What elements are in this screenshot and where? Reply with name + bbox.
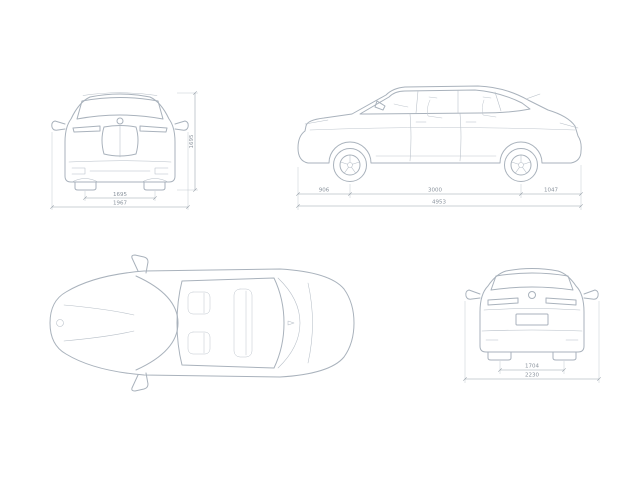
brand-roundel-icon	[528, 291, 536, 299]
side-mirror	[374, 100, 386, 111]
front-dimensions: 1695 1967 1695	[50, 91, 198, 210]
top-car-body	[49, 254, 355, 392]
left-headlight	[72, 125, 101, 133]
rear-right-mirror	[583, 289, 599, 300]
dim-front-track-value: 1695	[113, 192, 127, 198]
rear-left-mirror	[465, 289, 481, 300]
side-front-wheel	[333, 148, 367, 182]
side-view-panel: 906 3000 1047 4953	[288, 70, 623, 220]
brand-roundel-icon	[116, 117, 124, 125]
kidney-grille	[101, 125, 139, 157]
side-car-body	[297, 85, 582, 182]
dim-wheelbase-value: 3000	[428, 188, 442, 194]
rear-car-body	[465, 268, 599, 361]
dim-front-overall-width-value: 1967	[113, 201, 127, 207]
right-mirror	[174, 120, 189, 131]
side-dimensions: 906 3000 1047 4953	[296, 165, 583, 210]
front-car-body	[51, 92, 189, 191]
brand-roundel-icon	[56, 319, 64, 327]
right-headlight	[139, 125, 168, 133]
top-view-drawing	[49, 254, 355, 392]
side-view-drawing: 906 3000 1047 4953	[296, 85, 583, 210]
rear-window	[490, 272, 574, 291]
license-plate	[515, 313, 549, 326]
top-right-mirror	[131, 372, 149, 392]
front-left-wheel	[74, 181, 97, 191]
rear-left-wheel	[487, 351, 512, 361]
left-mirror	[51, 120, 66, 131]
front-right-wheel	[143, 181, 166, 191]
dim-rear-track-value: 1704	[525, 364, 539, 370]
top-view-panel	[38, 243, 368, 403]
dim-rear-width-mirrors-value: 2230	[525, 373, 539, 379]
windshield	[76, 97, 164, 120]
glass-roof	[176, 277, 285, 369]
interior-seats	[393, 96, 497, 119]
rear-right-wheel	[552, 351, 577, 361]
rear-view-panel: 1704 2230	[452, 248, 617, 388]
right-taillight	[545, 297, 577, 306]
side-rear-wheel	[504, 148, 538, 182]
dim-front-overhang-value: 906	[319, 188, 330, 194]
top-left-mirror	[131, 254, 149, 274]
front-view-panel: 1695 1967 1695	[45, 78, 210, 218]
top-seats	[187, 288, 253, 358]
dim-overall-length-value: 4953	[432, 200, 446, 206]
left-taillight	[487, 297, 519, 306]
dim-front-height-value: 1695	[189, 134, 195, 148]
rear-view-drawing: 1704 2230	[463, 268, 601, 383]
front-view-drawing: 1695 1967 1695	[50, 91, 198, 210]
antenna-fin	[287, 320, 295, 326]
side-glass	[359, 89, 531, 115]
windshield-top	[135, 275, 179, 371]
rear-dimensions: 1704 2230	[463, 301, 601, 383]
dim-rear-overhang-value: 1047	[544, 188, 558, 194]
